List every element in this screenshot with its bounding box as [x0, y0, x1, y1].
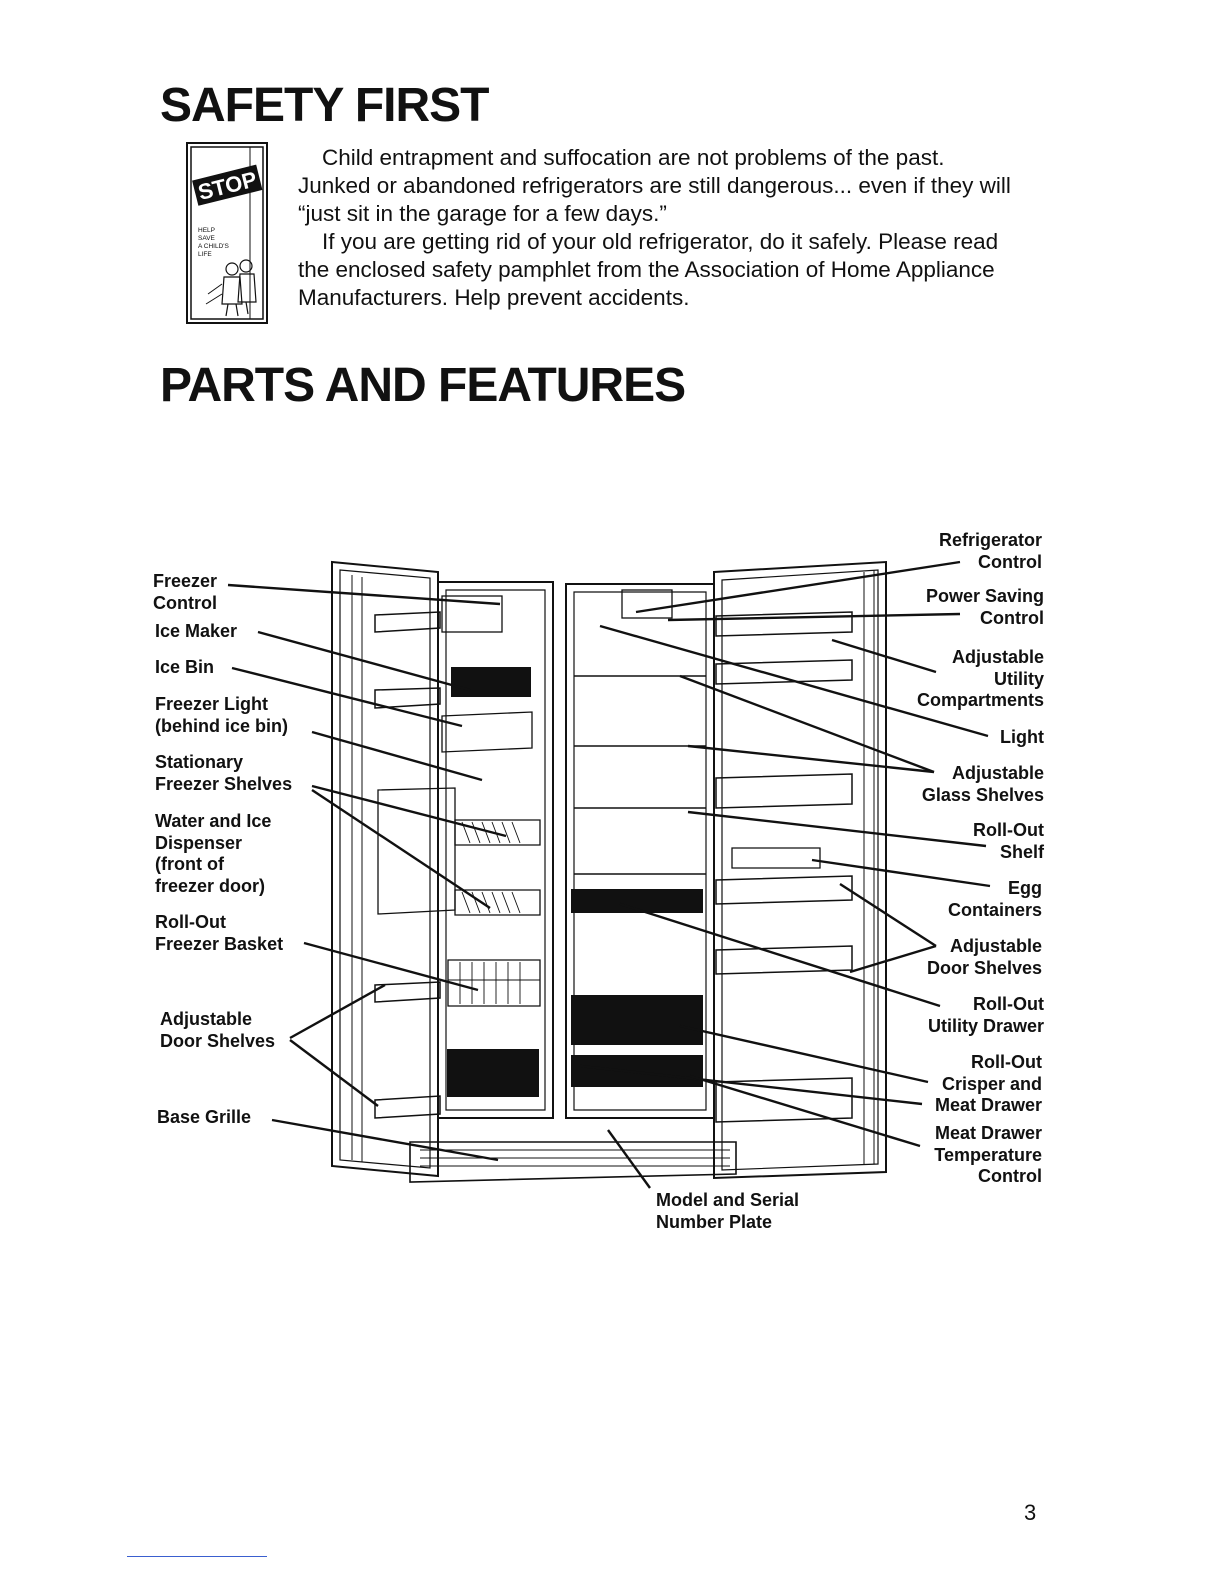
- safety-first-heading: SAFETY FIRST: [160, 79, 489, 132]
- label-roll-out-crisper-meat-drawer: Roll-Out Crisper and Meat Drawer: [934, 1052, 1042, 1115]
- safety-paragraph-1: Child entrapment and suffocation are not…: [298, 145, 1011, 226]
- label-freezer-light: Freezer Light (behind ice bin): [155, 694, 288, 736]
- label-adjustable-glass-shelves: Adjustable Glass Shelves: [921, 763, 1044, 805]
- svg-text:SAVE: SAVE: [198, 235, 216, 242]
- safety-paragraph-2: If you are getting rid of your old refri…: [298, 229, 999, 310]
- label-ice-bin: Ice Bin: [155, 657, 215, 677]
- label-base-grille: Base Grille: [157, 1107, 252, 1127]
- footer-rule: [127, 1556, 267, 1557]
- label-refrigerator-control: Refrigerator Control: [938, 530, 1042, 572]
- stop-poster-image: STOP HELP SAVE A CHILD'S LIFE: [186, 142, 268, 324]
- label-model-serial-number-plate: Model and Serial Number Plate: [656, 1190, 800, 1232]
- label-egg-containers: Egg Containers: [947, 878, 1042, 920]
- label-freezer-control: Freezer Control: [153, 571, 218, 613]
- parts-and-features-heading: PARTS AND FEATURES: [160, 359, 686, 412]
- label-roll-out-utility-drawer: Roll-Out Utility Drawer: [927, 994, 1044, 1036]
- label-roll-out-freezer-basket: Roll-Out Freezer Basket: [155, 912, 284, 954]
- label-adjustable-utility-compartments: Adjustable Utility Compartments: [916, 647, 1044, 710]
- label-adjustable-door-shelves-left: Adjustable Door Shelves: [160, 1009, 276, 1051]
- label-light: Light: [1000, 727, 1044, 747]
- label-stationary-freezer-shelves: Stationary Freezer Shelves: [155, 752, 293, 794]
- label-meat-drawer-temperature-control: Meat Drawer Temperature Control: [934, 1123, 1042, 1186]
- label-water-ice-dispenser: Water and Ice Dispenser (front of freeze…: [155, 811, 272, 896]
- label-roll-out-shelf: Roll-Out Shelf: [973, 820, 1044, 862]
- label-ice-maker: Ice Maker: [155, 621, 238, 641]
- safety-warning-text: Child entrapment and suffocation are not…: [298, 144, 1018, 312]
- label-power-saving-control: Power Saving Control: [925, 586, 1044, 628]
- page-number: 3: [1024, 1500, 1037, 1525]
- label-adjustable-door-shelves-right: Adjustable Door Shelves: [926, 936, 1042, 978]
- svg-text:HELP: HELP: [198, 227, 215, 234]
- svg-text:LIFE: LIFE: [198, 251, 212, 258]
- svg-text:A CHILD'S: A CHILD'S: [198, 243, 230, 250]
